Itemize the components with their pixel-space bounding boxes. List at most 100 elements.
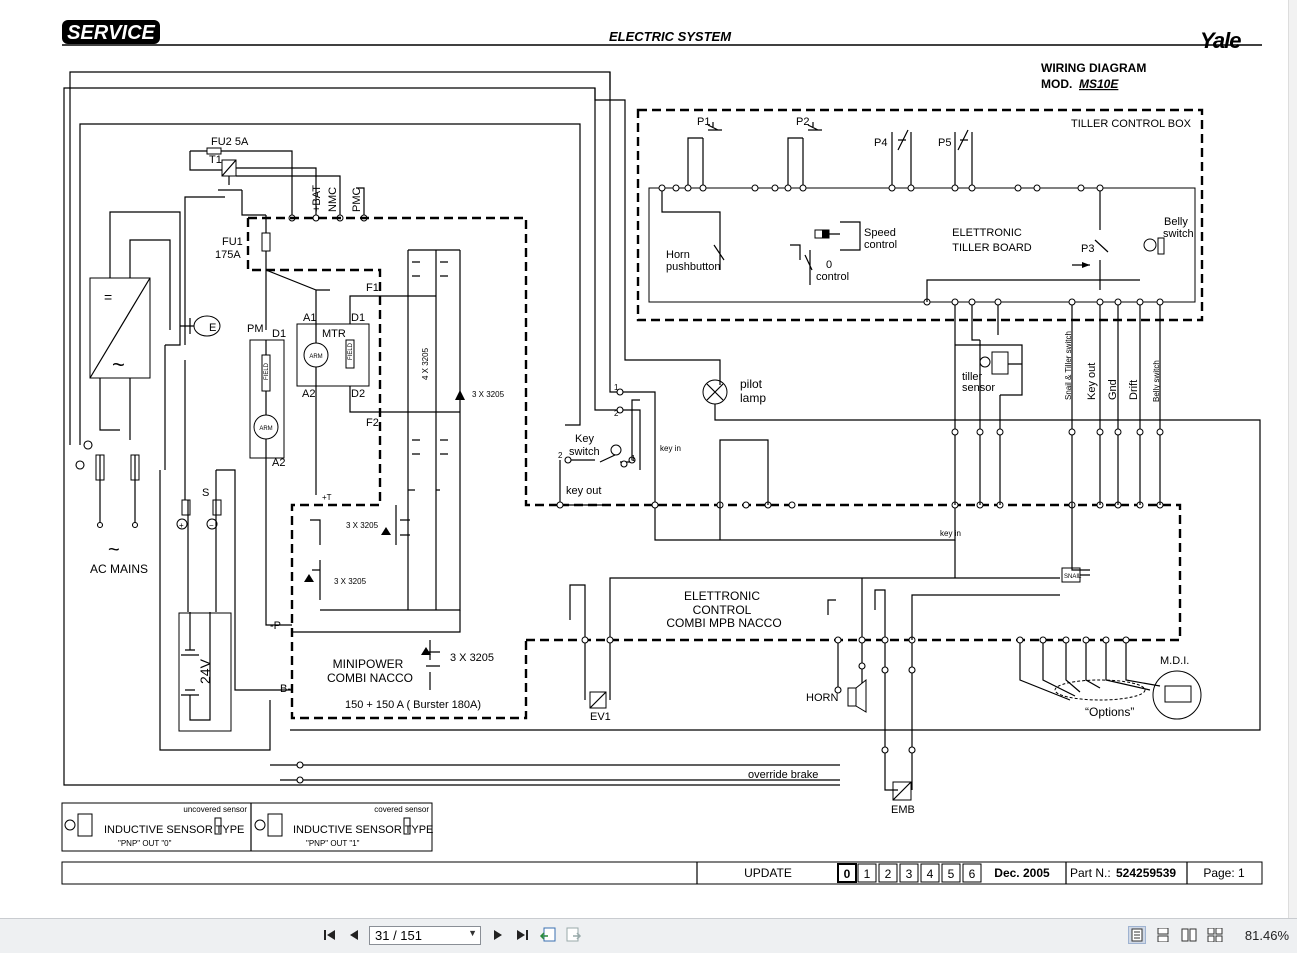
revision-1: 1 [864,867,871,881]
pilot-lamp-label-1: pilot [740,377,763,391]
viewer-toolbar: 31 / 151 ▼ 81.46% [0,918,1297,953]
svg-text:~: ~ [108,539,120,561]
single-page-view-button[interactable] [1128,926,1146,944]
charger: = ~ ~ AC MAINS [75,211,181,576]
svg-text:FIELD: FIELD [264,362,270,380]
wiring-diagram: SERVICE ELECTRIC SYSTEM Yale WIRING DIAG… [61,20,1263,885]
fu1-label-2: 175A [215,249,241,261]
page-number-input[interactable]: 31 / 151 ▼ [369,926,481,945]
previous-page-button[interactable] [344,925,364,945]
a2-label: A2 [302,388,315,400]
s-label: S [202,487,209,499]
model-prefix: MOD. [1041,77,1072,91]
continuous-facing-view-button[interactable] [1206,926,1224,944]
pump-motor: PM D1 FIELD ARM A2 [247,323,292,626]
previous-view-icon [539,927,556,942]
revision-6: 6 [969,867,976,881]
svg-text:1: 1 [614,383,619,392]
tiller-sensor-label-1: tiller [962,371,983,383]
svg-text:−: − [209,521,214,530]
svg-text:SNAIL: SNAIL [1064,574,1082,580]
tiller-board-label-2: TILLER BOARD [952,242,1032,254]
d1-label-a: D1 [272,328,286,340]
fuse-relay-group: FU2 5A T1 +BAT NMC PMC [184,136,368,345]
horn-pushbutton-label-1: Horn [666,249,690,261]
belly-switch-vertical-label: Belly switch [1152,360,1161,402]
combi-label-2: CONTROL [693,603,752,617]
mdi: M.D.I. “Options” [1019,643,1202,720]
sensor-legend: uncovered sensor covered sensor INDUCTIV… [61,802,433,852]
tiller-box-label: TILLER CONTROL BOX [1071,118,1192,130]
a2b-label: A2 [272,457,285,469]
part-number-label: Part N.: [1070,866,1111,880]
svg-text:+T: +T [322,493,332,502]
traction-motor: A1 D1 MTR ARM FIELD A2 D2 F1 F2 4 X 3205… [296,249,505,611]
last-page-button[interactable] [512,925,532,945]
pilot-lamp-label-2: lamp [740,391,766,405]
update-label: UPDATE [744,866,792,880]
revision-0: 0 [844,867,851,881]
snail-tiller-label: Snail & Tiller switch [1064,331,1073,400]
d1-label-b: D1 [351,312,365,324]
diagram-title: WIRING DIAGRAM [1041,61,1146,75]
speed-control-label-2: control [864,239,897,251]
horn-pushbutton-label-2: pushbutton [666,261,720,273]
key-out-vertical-label: Key out [1086,363,1098,400]
continuous-page-icon [1157,928,1169,942]
previous-view-button[interactable] [538,925,558,945]
legend-uncovered: uncovered sensor [183,805,247,814]
brand-logo: Yale [1200,28,1241,53]
zero-control-label-1: 0 [826,259,832,271]
zero-control-label-2: control [816,271,849,283]
combi-label-3: COMBI MPB NACCO [666,616,781,630]
tiller-control-box: TILLER CONTROL BOX ELETTRONIC TILLER BOA… [636,108,1204,322]
mtr-label: MTR [322,328,346,340]
override-brake: override brake [270,761,840,784]
page-number: Page: 1 [1203,866,1245,880]
tiller-board-label-1: ELETTRONIC [952,227,1022,239]
d2-label: D2 [351,388,365,400]
battery: S 24V + − [159,345,292,751]
f2-label: F2 [366,417,379,429]
ev1-label: EV1 [590,711,611,723]
combi-controller: ELETTRONIC CONTROL COMBI MPB NACCO SNAIL… [569,540,1130,816]
gnd-label: Gnd [1107,379,1119,400]
e-label: E [209,322,216,334]
zoom-level[interactable]: 81.46% [1244,928,1289,943]
svg-text:-P: -P [270,620,281,632]
pm-arm-label: ARM [259,426,272,432]
minipower-transistors: 3 X 3205 3 X 3205 3 X 3205 +T -P B- MINI… [270,493,494,711]
x3205-label-c: 3 X 3205 [334,577,367,586]
key-out-label: key out [566,485,601,497]
pilot-lamp: pilot lamp [290,377,1261,731]
burster-label: 150 + 150 A ( Burster 180A) [345,699,481,711]
service-logo-bg [62,20,160,44]
next-view-icon [566,927,582,942]
override-brake-label: override brake [748,769,818,781]
x3205-label-b: 3 X 3205 [346,521,379,530]
date-label: Dec. 2005 [994,866,1050,880]
vertical-scrollbar[interactable] [1288,0,1297,918]
section-title: ELECTRIC SYSTEM [609,29,732,44]
next-view-button[interactable] [564,925,584,945]
next-page-button[interactable] [488,925,508,945]
x3205-label-d: 3 X 3205 [450,652,494,664]
chevron-down-icon[interactable]: ▼ [468,928,477,938]
t1-label: T1 [209,154,222,166]
legend-covered: covered sensor [374,805,429,814]
continuous-view-button[interactable] [1154,926,1172,944]
key-in-label: key in [660,444,681,453]
previous-page-icon [350,930,358,940]
revision-5: 5 [948,867,955,881]
drift-label: Drift [1128,380,1140,400]
svg-text:~: ~ [112,352,125,377]
first-page-button[interactable] [320,925,340,945]
revision-3: 3 [906,867,913,881]
facing-view-button[interactable] [1180,926,1198,944]
svg-text:=: = [104,289,112,305]
p2-label: P2 [796,116,809,128]
svg-text:B-: B- [280,683,291,695]
belly-switch-label-1: Belly [1164,216,1188,228]
legend-sensor-type-b: INDUCTIVE SENSOR TYPE [293,824,433,836]
